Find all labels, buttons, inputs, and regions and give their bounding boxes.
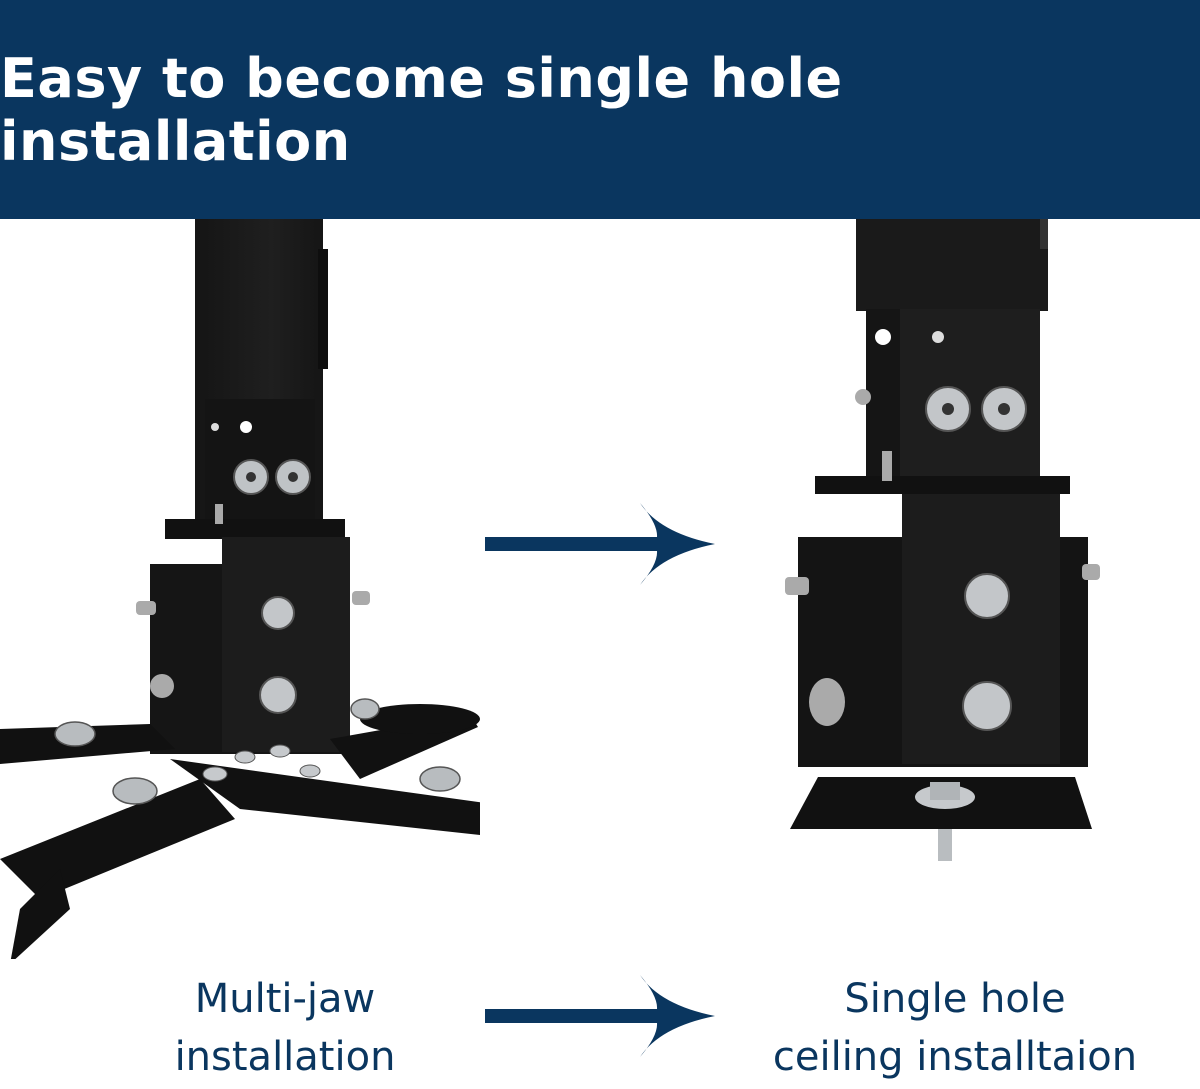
caption-line: installation (174, 1034, 396, 1080)
header-banner: Easy to become single hole installation (0, 0, 1200, 219)
multi-jaw-caption: Multi-jaw installation (110, 970, 460, 1086)
multi-jaw-mount-image (0, 219, 480, 959)
caption-line: Multi-jaw (194, 976, 376, 1022)
caption-line: ceiling installtaion (772, 1034, 1138, 1080)
right-arrow-icon (485, 503, 715, 585)
right-arrow-icon (485, 975, 715, 1057)
caption-line: Single hole (844, 976, 1066, 1022)
single-hole-caption: Single hole ceiling installtaion (745, 970, 1165, 1086)
single-hole-mount-image (785, 219, 1100, 861)
page-title: Easy to become single hole installation (0, 46, 843, 173)
